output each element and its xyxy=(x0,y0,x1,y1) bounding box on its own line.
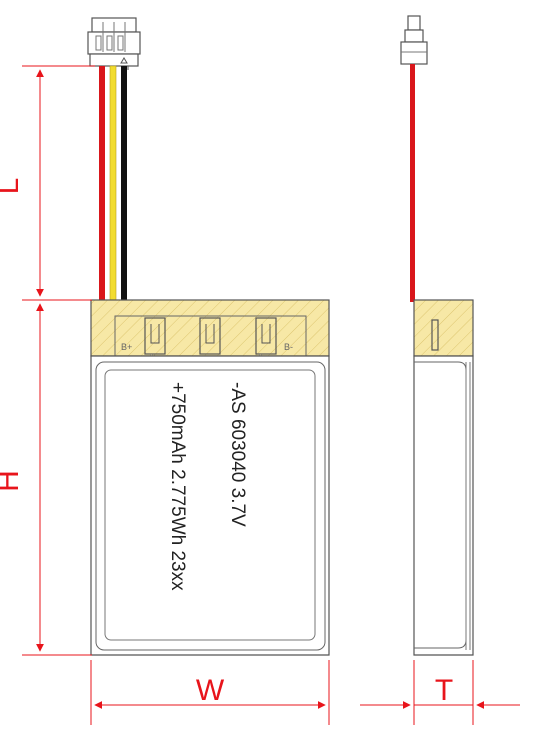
side-wire xyxy=(410,64,415,302)
pad-label-left: B+ xyxy=(121,342,132,352)
side-cell xyxy=(413,355,474,656)
front-view: B+ B- P+ P- -AS 603040 3.7V +750mAh 2.77… xyxy=(87,17,330,656)
connector xyxy=(87,17,141,70)
side-connector xyxy=(400,15,428,65)
cell-label-line2: +750mAh 2.775Wh 23xx xyxy=(167,382,188,591)
side-view xyxy=(400,15,474,656)
dim-W-label: W xyxy=(196,674,225,707)
dimension-labels: L H W T xyxy=(0,178,453,707)
pad-label-right: B- xyxy=(284,342,293,352)
tab-middle xyxy=(199,317,221,355)
tab-right xyxy=(255,317,277,355)
side-pcm xyxy=(413,299,474,357)
dim-H-label: H xyxy=(0,470,25,492)
dim-L-label: L xyxy=(0,178,25,195)
tab-left xyxy=(144,317,166,355)
cell-label-line1: -AS 603040 3.7V xyxy=(227,382,248,527)
cell-body: -AS 603040 3.7V +750mAh 2.775Wh 23xx xyxy=(90,355,330,656)
wires xyxy=(99,65,127,303)
dimension-lines xyxy=(22,65,520,725)
dim-T-label: T xyxy=(435,674,453,707)
pcm-board: B+ B- P+ P- xyxy=(90,299,330,360)
